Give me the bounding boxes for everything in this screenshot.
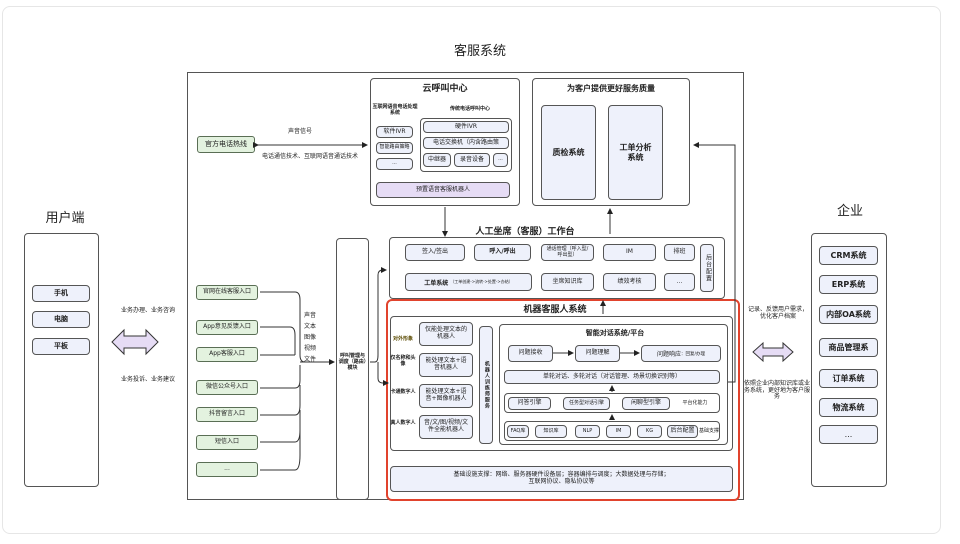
robot-system-title: 机器客服人系统 [523, 305, 587, 316]
faq-base: FAQ库 [507, 425, 529, 438]
robot-system-highlight [386, 299, 740, 501]
flow-receive: 问题接收 [508, 345, 553, 362]
hotline-signal-label: 声音信号 [287, 127, 312, 135]
call-management[interactable]: 通话管理（呼入型/呼出型） [541, 244, 594, 261]
qa-engine: 问答引擎 [508, 397, 551, 410]
internet-voice-more: ... [376, 158, 413, 170]
call-in-out[interactable]: 呼入/呼出 [474, 244, 531, 261]
hotline-tech-label: 电话通信技术、互联网语音通话技术 [261, 152, 358, 160]
hotline-entry: 官方电话热线 [197, 136, 255, 153]
channel-app-service: App客服入口 [196, 347, 258, 362]
user-side-title: 用户端 [45, 210, 85, 226]
enterprise-system-crm: CRM系统 [819, 246, 878, 265]
robot-text-voice: 能处理文本+语音机器人 [419, 353, 473, 377]
enterprise-system-order: 订单系统 [819, 369, 878, 388]
enterprise-system-logistics: 物流系统 [819, 398, 878, 417]
enterprise-system-erp: ERP系统 [819, 275, 878, 294]
foundations-label: 基础支撑 [698, 427, 719, 434]
routing-module [336, 238, 369, 500]
robot-trainer-label: 机器人训练师服务 [483, 361, 490, 409]
ticket-system-label: 工单系统 [424, 279, 449, 287]
internet-voice-title: 互联网语音电话处理系统 [372, 104, 418, 116]
agent-knowledge-base[interactable]: 坐席知识库 [541, 273, 594, 291]
enterprise-title: 企业 [836, 203, 863, 219]
channel-website: 官网在线客服入口 [196, 285, 258, 300]
knowledge-base: 知识库 [535, 425, 567, 438]
level-label-image: 对外形象 [392, 336, 413, 343]
routing-module-label: 呼叫管理与调度（路由）模块 [338, 353, 367, 371]
media-type: 文本 [303, 323, 316, 330]
device-computer: 电脑 [32, 311, 90, 328]
service-quality-title: 为客户提供更好服务质量 [567, 84, 655, 94]
repeater: 中继器 [423, 153, 451, 167]
media-type: 声音 [303, 312, 316, 319]
level-label-name-avatar: 仅名称和头像 [390, 355, 416, 367]
media-type: 文件 [303, 356, 316, 363]
hardware-ivr: 硬件IVR [423, 121, 509, 133]
sign-in-out[interactable]: 签入/签出 [405, 244, 465, 261]
task-dialog-engine: 任务型对话引擎 [563, 397, 610, 410]
enterprise-panel [811, 233, 887, 487]
backend-config-label: 后台配置 [704, 254, 712, 282]
phone-switch: 电话交换机（内含路由策 [423, 137, 509, 149]
nlp: NLP [575, 425, 600, 438]
ticket-analysis-system: 工单分析系统 [608, 105, 663, 200]
traditional-call-center-title: 传统电话呼叫中心 [449, 106, 490, 113]
flow-respond-label: 问题响应 [656, 351, 681, 358]
multi-turn-dialog: 单轮对话、多轮对话（对话管理、场景切换识别等） [504, 370, 720, 384]
enterprise-arrow-label-bottom: 依照企业内部知识库或业务系统，更好地为客户服务 [744, 379, 811, 401]
device-phone: 手机 [32, 285, 90, 302]
enterprise-system-oa: 内部OA系统 [819, 305, 878, 324]
infrastructure: 基础设施支撑：网络、服务器硬件设备层；容器编排与调度；大数据处理与存储；互联网协… [390, 466, 733, 492]
media-type: 图像 [303, 334, 316, 341]
user-side-panel [24, 233, 99, 487]
preset-voice-robot: 预置语音客服机器人 [376, 182, 510, 198]
robot-text-only: 仅能处理文本的机器人 [419, 322, 473, 346]
recording-device: 录音设备 [454, 153, 490, 167]
diagram-title: 客服系统 [453, 43, 506, 59]
level-label-cartoon: 卡通数字人 [390, 389, 416, 396]
engines-label: 平台化能力 [682, 399, 708, 406]
flow-respond: 问题响应：回复/办理 [641, 345, 721, 362]
enterprise-system-more: ... [819, 425, 878, 444]
robot-text-voice-image: 能处理文本+语音+图像机器人 [419, 384, 473, 408]
backend-config[interactable]: 后台配置 [700, 244, 714, 292]
smart-routing-strategy: 智能路由策略 [376, 142, 413, 154]
robot-trainer-service: 机器人训练师服务 [479, 326, 493, 444]
software-ivr: 软件IVR [376, 126, 413, 138]
channel-douyin: 抖音留言入口 [196, 407, 258, 422]
ticket-system-sub: （工单创建->流转->处置->办结） [450, 279, 513, 284]
flow-respond-suffix: ：回复/办理 [680, 351, 706, 357]
robot-omni: 音/文/图/视频/文件全能机器人 [419, 415, 473, 439]
kg: KG [637, 425, 662, 438]
channel-more: ... [196, 462, 258, 477]
foundation-im: IM [606, 425, 631, 438]
channel-sms: 短信入口 [196, 435, 258, 450]
channel-wechat: 微信公众号入口 [196, 380, 258, 395]
workbench-title: 人工坐席（客服）工作台 [475, 227, 575, 238]
im[interactable]: IM [603, 244, 656, 261]
workbench-more[interactable]: ... [664, 273, 695, 291]
dialog-platform-title: 智能对话系统/平台 [585, 328, 645, 337]
chitchat-engine: 闲聊型引擎 [622, 397, 670, 410]
media-types: 声音 文本 图像 视频 文件 [302, 310, 318, 365]
user-arrow-label-bottom: 业务投诉、业务建议 [120, 375, 175, 383]
media-type: 视频 [303, 345, 316, 352]
user-arrow-label-top: 业务办理、业务咨询 [120, 306, 175, 314]
enterprise-arrow-label-top: 记录、反馈用户需求，优化客户档案 [747, 306, 808, 320]
enterprise-system-product: 商品管理系 [819, 338, 878, 357]
device-tablet: 平板 [32, 338, 90, 355]
flow-understand: 问题理解 [575, 345, 620, 362]
scheduling[interactable]: 排班 [664, 244, 695, 261]
level-label-real-human: 真人数字人 [390, 420, 416, 427]
foundation-backend-config: 后台配置 [667, 425, 698, 438]
traditional-more: ... [493, 153, 508, 167]
quality-inspection-system: 质检系统 [541, 105, 596, 200]
channel-app-feedback: App意见反馈入口 [196, 320, 258, 335]
performance-review[interactable]: 绩效考核 [603, 273, 656, 291]
cloud-call-center-title: 云呼叫中心 [422, 83, 468, 94]
ticket-system[interactable]: 工单系统 （工单创建->流转->处置->办结） [405, 273, 532, 291]
